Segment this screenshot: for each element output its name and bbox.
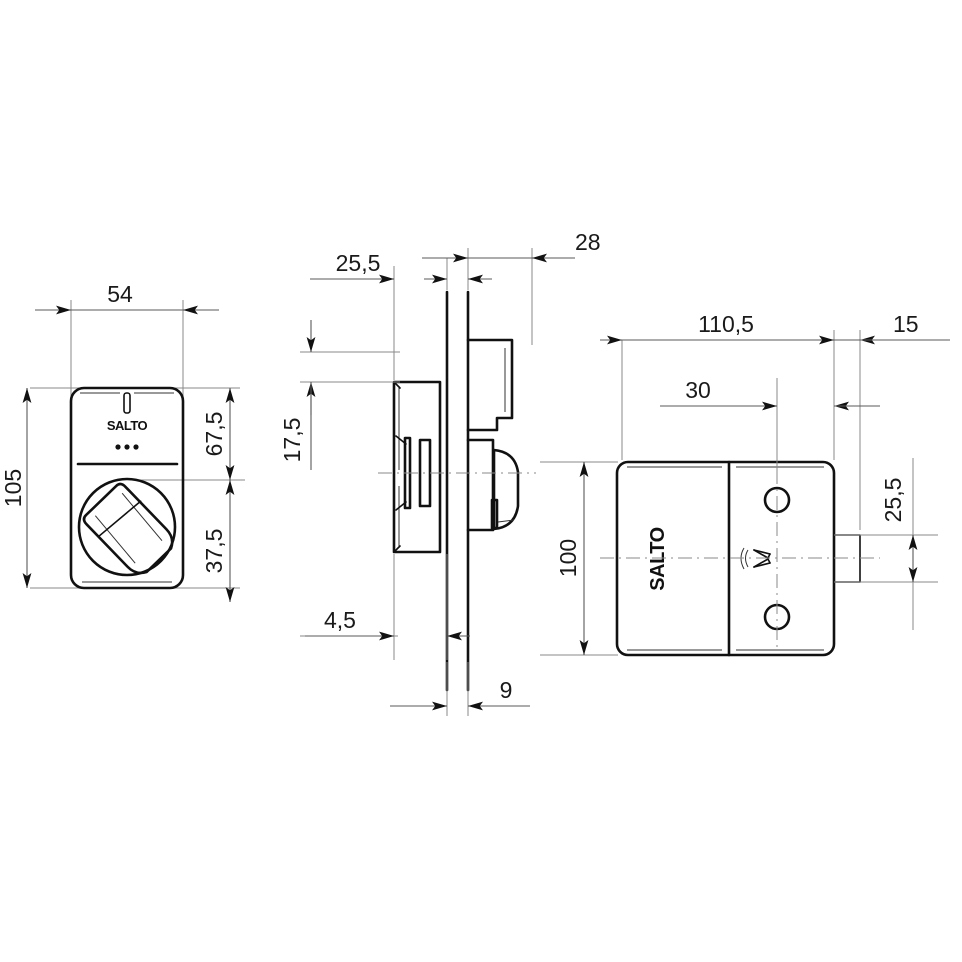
side-front-chamfer-top (393, 381, 401, 389)
dimension-front-width-54: 54 (35, 281, 219, 315)
front-plate-outline (69, 386, 185, 590)
side-section-view: 25,5 28 17,5 (279, 229, 618, 716)
dimension-rear-110-5: 110,5 (600, 311, 834, 345)
side-rear-knob-seam (497, 519, 515, 523)
dimension-front-67-5: 67,5 (201, 388, 235, 480)
dimension-side-28: 28 (422, 229, 601, 263)
dimension-label-28: 28 (575, 229, 601, 255)
dimension-label-67-5: 67,5 (201, 412, 227, 457)
dimension-label-37-5: 37,5 (201, 529, 227, 574)
dimension-rear-25-5: 25,5 (880, 458, 918, 630)
dimension-label-15: 15 (893, 311, 919, 337)
side-rear-knob (492, 448, 520, 531)
dimension-label-4-5: 4,5 (324, 607, 356, 633)
front-brand-logo: SALTO (107, 418, 148, 433)
dimension-label-54: 54 (107, 281, 133, 307)
side-rear-body-lower (466, 438, 495, 532)
front-led-indicators (115, 444, 139, 450)
dimension-label-105: 105 (0, 469, 26, 507)
rear-fixing-hole-top (763, 486, 791, 514)
dimension-label-30: 30 (685, 377, 711, 403)
dimension-label-110-5: 110,5 (698, 311, 754, 337)
dimension-side-17-5: 17,5 (279, 320, 316, 470)
dimension-label-100: 100 (555, 539, 581, 577)
side-knob-taper-bottom (395, 501, 407, 511)
dimension-label-25-5-rear: 25,5 (880, 478, 906, 523)
rear-view: SALTO 110,5 (600, 311, 950, 657)
dimension-side-100: 100 (555, 462, 589, 655)
side-knob-profile (403, 436, 412, 510)
side-front-body (392, 380, 442, 554)
side-extension-lines (300, 248, 618, 716)
front-thumbturn-circle (77, 477, 177, 577)
dimension-rear-15: 15 (834, 311, 950, 345)
side-front-chamfer-bottom (393, 545, 401, 553)
dimension-side-4-5: 4,5 (305, 607, 470, 641)
front-view: SALTO 54 (0, 281, 245, 602)
front-top-slot (123, 392, 131, 414)
dimension-side-25-5: 25,5 (310, 250, 394, 284)
dimension-front-height-105: 105 (0, 388, 32, 588)
side-rear-knob-lip (490, 498, 499, 530)
dimension-side-9: 9 (390, 677, 530, 711)
front-thumbturn-lever (82, 482, 174, 575)
side-rear-body-upper (466, 338, 514, 432)
rear-brand-logo: SALTO (647, 527, 669, 590)
rear-extension-lines (621, 330, 938, 583)
dimension-front-37-5: 37,5 (201, 480, 235, 602)
dimension-label-25-5-side: 25,5 (336, 250, 381, 276)
side-knob-slot (418, 438, 432, 508)
dimension-label-17-5: 17,5 (279, 418, 305, 463)
side-knob-taper-top (395, 435, 407, 445)
dimension-label-9: 9 (500, 677, 513, 703)
dimension-rear-30: 30 (660, 377, 880, 411)
